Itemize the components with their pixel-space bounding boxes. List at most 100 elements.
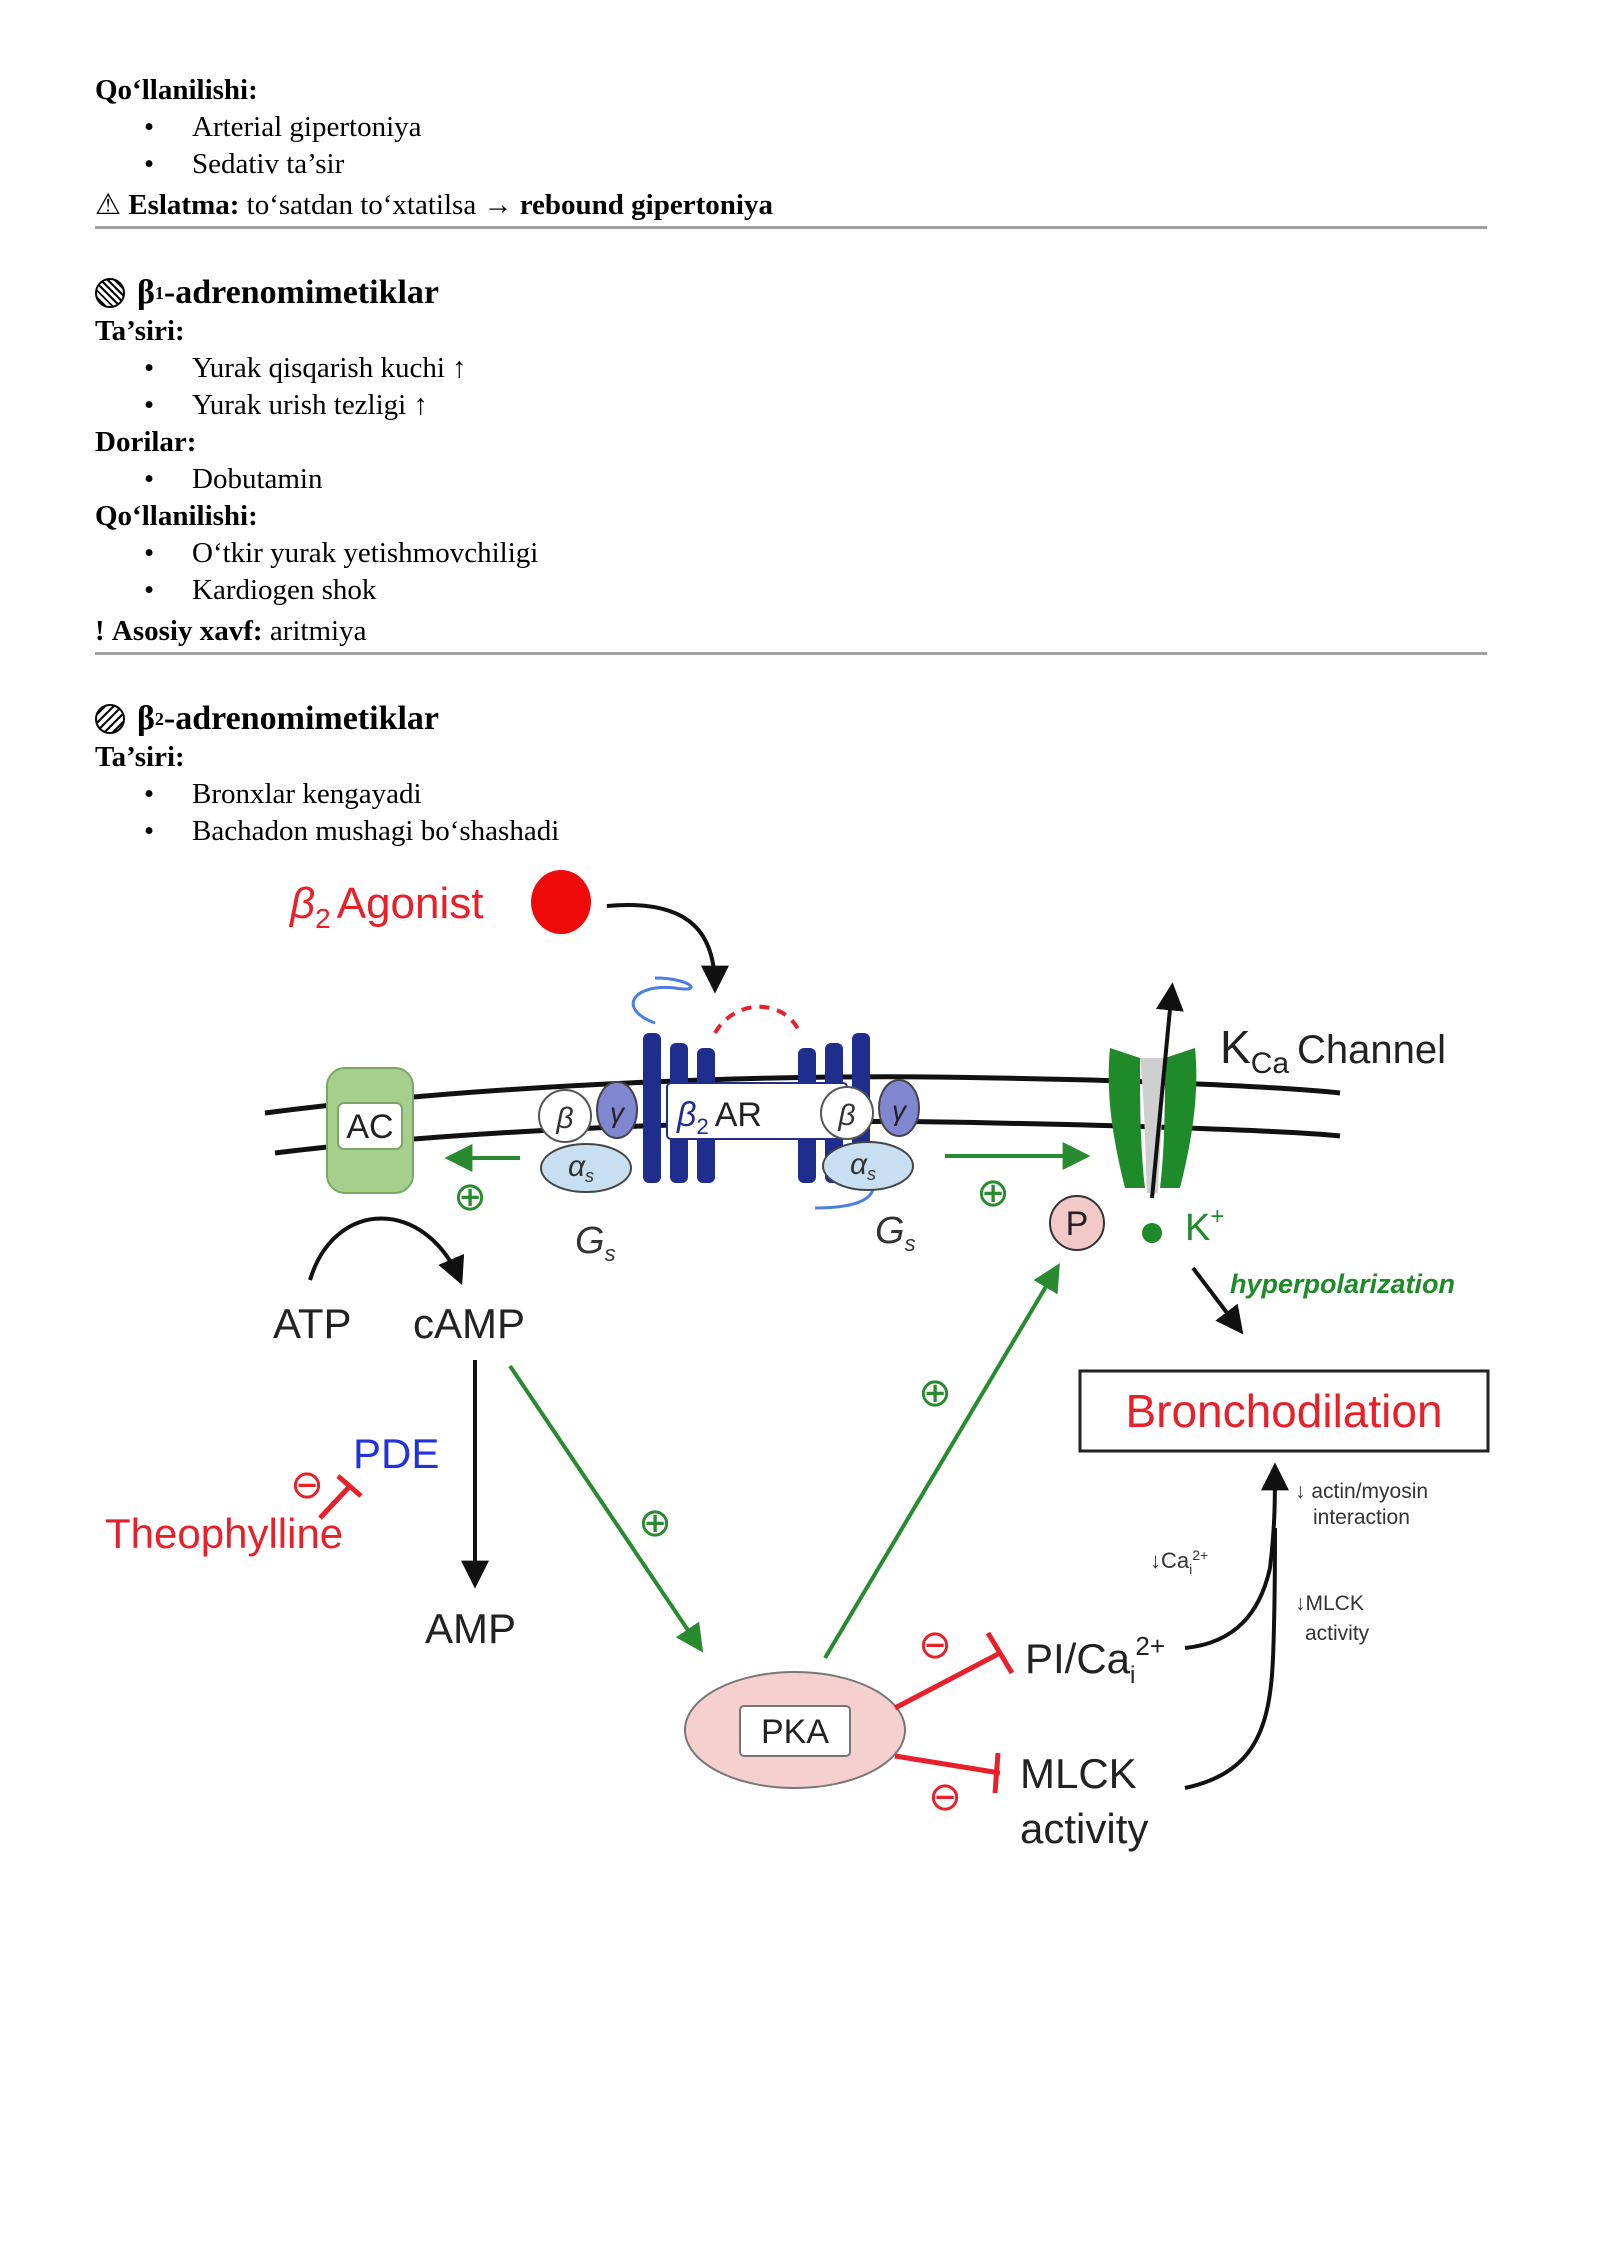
pka-inhibit-pica-line: [893, 1650, 1002, 1711]
hyperpolarization-label: hyperpolarization: [1230, 1269, 1455, 1299]
mlck-small-activity-label: activity: [1305, 1622, 1370, 1645]
minus-sign: ⊖: [928, 1775, 962, 1819]
k-ion-dot: [1142, 1223, 1162, 1243]
mlck-to-bronchodilation-curve: [1184, 1527, 1277, 1790]
camp-to-pka-arrow: [508, 1364, 704, 1653]
g-protein-left: β γ αs Gs: [538, 1081, 638, 1266]
ac-label: AC: [346, 1108, 393, 1146]
title-beta: β: [137, 274, 155, 311]
list-item: Yurak urish tezligi ↑: [144, 387, 1487, 424]
title-text: -adrenomimetiklar: [163, 700, 440, 737]
plus-sign: ⊕: [453, 1175, 487, 1219]
hatched-circle-icon: [95, 278, 125, 308]
list-item: Bachadon mushagi bo‘shashadi: [144, 813, 1487, 850]
mlck-small-label: ↓MLCK: [1295, 1592, 1364, 1615]
usage-heading: Qo‘llanilishi:: [95, 74, 258, 106]
k-to-bronchodilation-arrow: [1191, 1266, 1244, 1335]
interaction-label: interaction: [1313, 1506, 1410, 1529]
pka-inhibit-mlck-bar: [992, 1752, 1001, 1794]
theophylline-label: Theophylline: [105, 1510, 343, 1557]
effect-heading: Ta’siri:: [95, 741, 185, 773]
hatched-circle-icon: [95, 704, 125, 734]
title-beta: β: [137, 700, 155, 737]
drugs-heading: Dorilar:: [95, 426, 197, 458]
svg-text:αs: αs: [850, 1148, 876, 1184]
pka-inhibit-pica-bar: [985, 1631, 1015, 1675]
minus-sign: ⊖: [290, 1463, 324, 1507]
agonist-arrow: [606, 903, 729, 994]
list-item: Yurak qisqarish kuchi ↑: [144, 350, 1487, 387]
theophylline-inhibit-line: [318, 1484, 352, 1520]
pka-to-kca-arrow: [823, 1263, 1060, 1660]
kca-channel: [1108, 982, 1197, 1199]
warning-label: Eslatma:: [128, 189, 240, 221]
k-plus-label: K+: [1185, 1203, 1224, 1249]
list-item: Arterial gipertoniya: [144, 109, 1487, 146]
pka-box: [739, 1705, 851, 1757]
effect-list: Bronxlar kengayadi Bachadon mushagi bo‘s…: [95, 776, 1487, 850]
risk-note: ! Asosiy xavf: aritmiya: [95, 613, 1487, 650]
list-item: Dobutamin: [144, 461, 1487, 498]
usage-heading: Qo‘llanilishi:: [95, 500, 258, 532]
gs-label-right: Gs: [875, 1210, 916, 1256]
svg-text:β: β: [555, 1102, 573, 1135]
drugs-list: Dobutamin: [95, 461, 1487, 498]
plus-sign: ⊕: [976, 1171, 1010, 1215]
warning-bold-text: rebound gipertoniya: [519, 189, 773, 221]
divider: [95, 652, 1487, 655]
effect-heading: Ta’siri:: [95, 315, 185, 347]
svg-text:αs: αs: [568, 1150, 594, 1186]
title-sub: 2: [154, 709, 164, 729]
plus-sign: ⊕: [918, 1371, 952, 1415]
amp-label: AMP: [425, 1605, 516, 1652]
pka-label: PKA: [761, 1713, 829, 1751]
atp-label: ATP: [273, 1300, 352, 1347]
list-item: Sedativ ta’sir: [144, 146, 1487, 183]
warning-note: ⚠ Eslatma: to‘satdan to‘xtatilsa → rebou…: [95, 187, 1487, 224]
divider: [95, 226, 1487, 229]
mlck-activity-label: activity: [1020, 1805, 1148, 1852]
usage-list: O‘tkir yurak yetishmovchiligi Kardiogen …: [95, 535, 1487, 609]
ca-small-label: ↓Cai2+: [1150, 1547, 1208, 1577]
mlck-label: MLCK: [1020, 1750, 1137, 1797]
effect-list: Yurak qisqarish kuchi ↑ Yurak urish tezl…: [95, 350, 1487, 424]
plus-sign: ⊕: [638, 1501, 672, 1545]
pka-inhibit-mlck-line: [894, 1753, 1001, 1776]
membrane-inner-line: [274, 1119, 1341, 1156]
g-protein-right: β γ αs Gs: [820, 1079, 920, 1256]
list-item: Kardiogen shok: [144, 572, 1487, 609]
atp-to-camp-arrow: [308, 1216, 465, 1286]
risk-mark: !: [95, 615, 105, 647]
risk-label: Asosiy xavf:: [111, 615, 263, 647]
phosphate-circle: [1049, 1195, 1105, 1251]
membrane-outer-line: [264, 1074, 1341, 1116]
list-item: Bronxlar kengayadi: [144, 776, 1487, 813]
title-sub: 1: [154, 283, 164, 303]
gs-label-left: Gs: [575, 1220, 616, 1266]
usage-list: Arterial gipertoniya Sedativ ta’sir: [95, 109, 1487, 183]
theophylline-inhibit-bar: [336, 1474, 363, 1498]
bronchodilation-label: Bronchodilation: [1125, 1385, 1442, 1437]
risk-text: aritmiya: [269, 615, 367, 647]
actin-myosin-label: ↓ actin/myosin: [1295, 1480, 1428, 1503]
svg-text:β: β: [837, 1099, 855, 1132]
svg-text:γ: γ: [892, 1095, 908, 1126]
svg-text:γ: γ: [610, 1097, 626, 1128]
minus-sign: ⊖: [918, 1623, 952, 1667]
bronchodilation-box: [1078, 1369, 1490, 1453]
list-item: O‘tkir yurak yetishmovchiligi: [144, 535, 1487, 572]
camp-label: cAMP: [413, 1300, 525, 1347]
pde-label: PDE: [353, 1430, 439, 1477]
warning-text: to‘satdan to‘xtatilsa →: [246, 189, 513, 221]
adenylyl-cyclase: AC: [326, 1067, 414, 1194]
agonist-dot: [531, 870, 591, 934]
title-text: -adrenomimetiklar: [163, 274, 440, 311]
warning-icon: ⚠: [95, 189, 121, 221]
